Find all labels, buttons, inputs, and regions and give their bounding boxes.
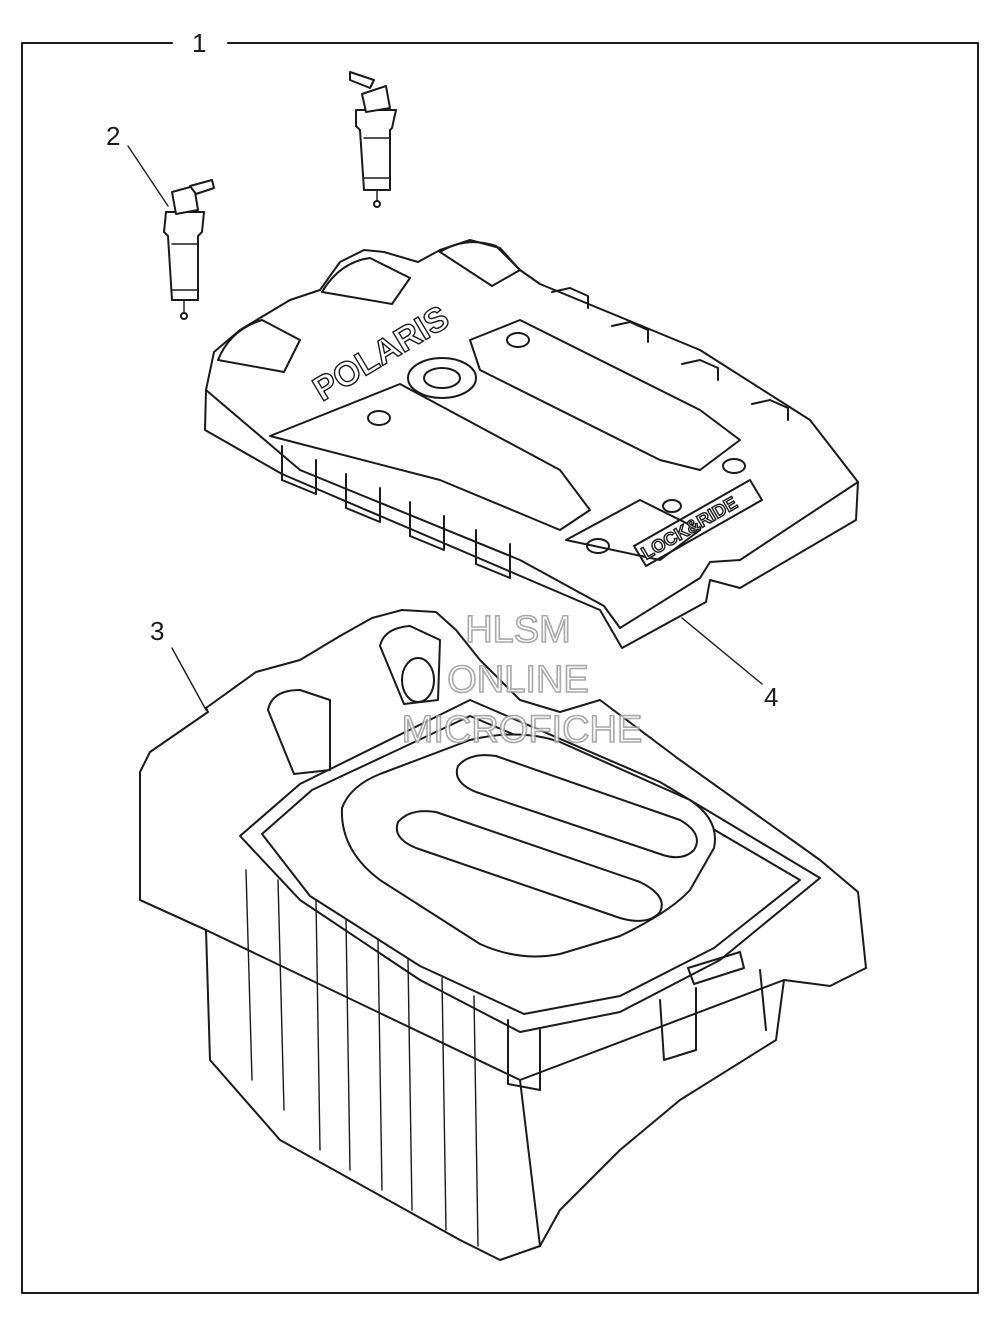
callout-4: 4: [764, 682, 778, 712]
latch-pin-left: [163, 179, 215, 320]
watermark-line-3: MICROFICHE: [402, 709, 643, 751]
leader-2: [127, 145, 169, 207]
watermark-line-1: HLSM: [465, 609, 571, 651]
frame-border: [21, 42, 979, 1294]
callout-2: 2: [106, 121, 120, 151]
watermark-line-2: ONLINE: [447, 659, 588, 701]
box-lid: POLARIS LOCK&RIDE: [204, 239, 859, 649]
leader-3: [171, 647, 207, 711]
leader-4: [681, 617, 763, 685]
callout-3: 3: [150, 616, 164, 646]
storage-box: [139, 609, 867, 1261]
callout-1: 1: [192, 28, 206, 58]
latch-pin-right: [349, 71, 397, 208]
